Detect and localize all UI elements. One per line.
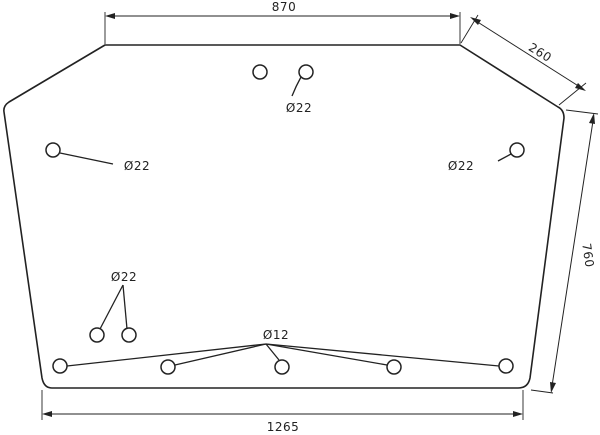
- leader-left-upper: [59, 152, 114, 165]
- hole-right-upper: [509, 142, 525, 158]
- leader-bottom-2: [174, 343, 267, 366]
- leader-left-lower-1: [99, 284, 124, 330]
- plate-outline: [3, 44, 565, 389]
- leader-bottom-1: [66, 343, 267, 367]
- dimension-top: 870: [104, 0, 461, 44]
- label-right-upper-hole: Ø22: [448, 159, 474, 173]
- dimension-right: 760: [530, 109, 599, 394]
- hole-top-right: [298, 64, 314, 80]
- hole-bottom-1: [52, 358, 68, 374]
- leader-right-upper: [497, 153, 512, 162]
- leader-left-lower-2: [122, 284, 128, 330]
- hole-top-left: [252, 64, 268, 80]
- label-top-holes: Ø22: [286, 101, 312, 115]
- hole-left-lower-2: [121, 327, 137, 343]
- label-bottom-holes: Ø12: [263, 328, 289, 342]
- leader-bottom-5: [265, 343, 500, 367]
- hole-left-upper: [45, 142, 61, 158]
- leader-bottom-4: [265, 343, 388, 366]
- leader-bottom-3: [265, 343, 280, 361]
- hole-bottom-3: [274, 359, 290, 375]
- dimension-bottom: 1265: [41, 390, 524, 434]
- dimension-slant: 260: [460, 14, 587, 106]
- dimension-top-label: 870: [272, 0, 296, 14]
- label-left-lower-holes: Ø22: [111, 270, 137, 284]
- dimension-bottom-label: 1265: [267, 420, 300, 434]
- leader-lines: [59, 76, 512, 367]
- hole-bottom-5: [498, 358, 514, 374]
- hole-left-lower-1: [89, 327, 105, 343]
- dimension-right-label: 760: [579, 242, 596, 268]
- leader-top: [291, 76, 302, 97]
- hole-bottom-4: [386, 359, 402, 375]
- holes: [45, 64, 525, 375]
- hole-bottom-2: [160, 359, 176, 375]
- label-left-upper-hole: Ø22: [124, 159, 150, 173]
